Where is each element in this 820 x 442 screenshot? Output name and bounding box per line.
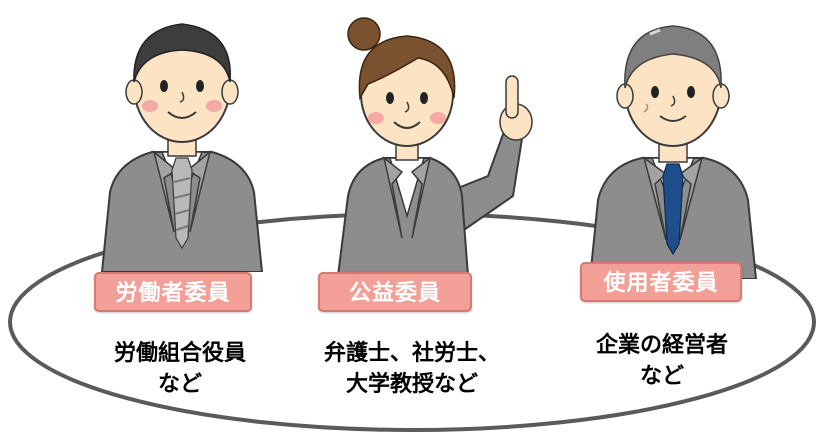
employer-member-badge: 使用者委員 [580,262,742,302]
worker-examples-line1: 労働組合役員 [113,341,246,366]
worker-member-examples: 労働組合役員 など [86,338,274,400]
worker-member-figure [100,23,264,272]
public-member-badge: 公益委員 [318,272,472,312]
public-examples-line1: 弁護士、社労士、 [323,341,500,366]
employer-member-figure [588,25,758,279]
worker-member-badge: 労働者委員 [94,272,252,312]
public-member-figure [336,17,533,276]
employer-member-examples: 企業の経営者 など [572,330,752,392]
employer-examples-line2: など [639,364,684,389]
public-member-examples: 弁護士、社労士、 大学教授など [302,338,522,400]
worker-examples-line2: など [157,372,202,397]
employer-examples-line1: 企業の経営者 [595,333,728,358]
public-examples-line2: 大学教授など [345,372,478,397]
